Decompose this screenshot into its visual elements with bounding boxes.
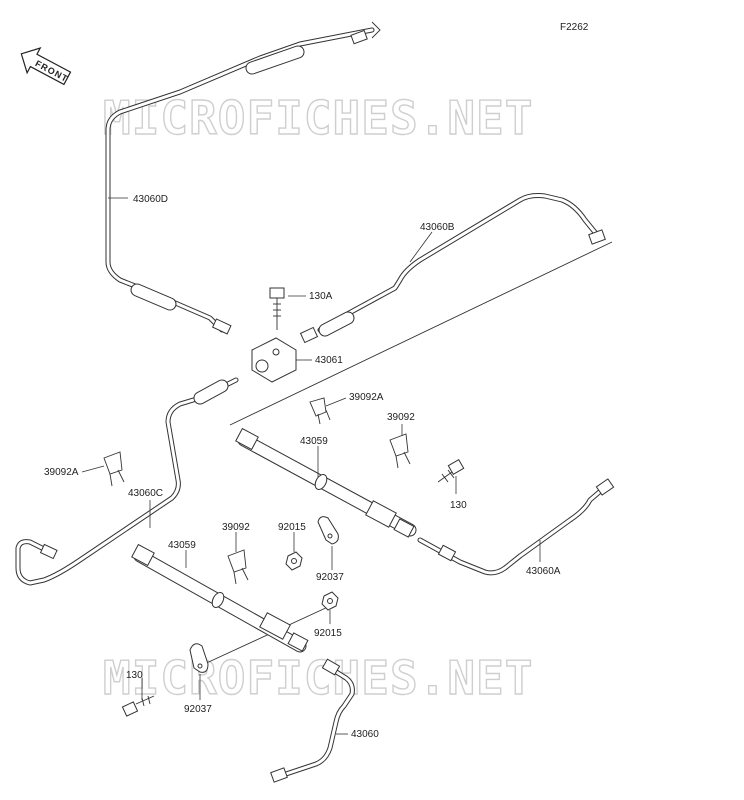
guide-line-lower: [199, 605, 331, 667]
label-43060d: 43060D: [133, 194, 168, 205]
label-39092-mid: 39092: [222, 522, 250, 533]
label-39092-right: 39092: [387, 412, 415, 423]
brake-pipe-43060: [270, 658, 355, 783]
front-arrow-icon: FRONT: [20, 47, 72, 86]
clip-39092-right: [389, 433, 411, 469]
clamp-92037-top: [317, 516, 339, 545]
brake-pipe-43060c: [15, 377, 239, 586]
label-43061: 43061: [315, 355, 343, 366]
label-92037-top: 92037: [316, 572, 344, 583]
clip-39092a-left: [103, 451, 125, 487]
leader-lines: [81, 197, 541, 735]
label-130-right: 130: [450, 500, 467, 511]
watermark-top: MICROFICHES.NET: [103, 91, 533, 145]
label-92015-bottom: 92015: [314, 628, 342, 639]
figure-code: F2262: [560, 22, 589, 33]
clamp-92037-bottom: [189, 643, 209, 673]
label-39092a-top: 39092A: [349, 392, 384, 403]
brake-pipe-43060d: [105, 21, 381, 335]
brake-hose-43059-left: [131, 543, 309, 653]
nut-92015-top: [285, 551, 303, 571]
label-92037-bottom: 92037: [184, 704, 212, 715]
bolt-130-right: [437, 458, 465, 483]
label-43059-right: 43059: [300, 436, 328, 447]
label-43060c: 43060C: [128, 488, 163, 499]
clip-39092a-top: [309, 397, 331, 425]
brake-hose-43059-right: [235, 427, 417, 538]
brake-pipe-43060b: [299, 193, 606, 344]
label-130-bottom: 130: [126, 670, 143, 681]
nut-92015-bottom: [321, 591, 339, 611]
clip-39092-mid: [227, 549, 249, 585]
label-43060: 43060: [351, 729, 379, 740]
label-43060a: 43060A: [526, 566, 561, 577]
guide-line-right: [229, 241, 613, 426]
watermark-bottom: MICROFICHES.NET: [103, 651, 533, 705]
bolt-130a: [269, 287, 285, 330]
label-39092a-left: 39092A: [44, 467, 79, 478]
label-43060b: 43060B: [420, 222, 455, 233]
label-130a: 130A: [309, 291, 333, 302]
brake-pipe-43060a: [417, 478, 615, 576]
label-43059-left: 43059: [168, 540, 196, 551]
joint-43061: [251, 337, 297, 383]
label-92015-top: 92015: [278, 522, 306, 533]
bolt-130-bottom: [121, 695, 155, 717]
